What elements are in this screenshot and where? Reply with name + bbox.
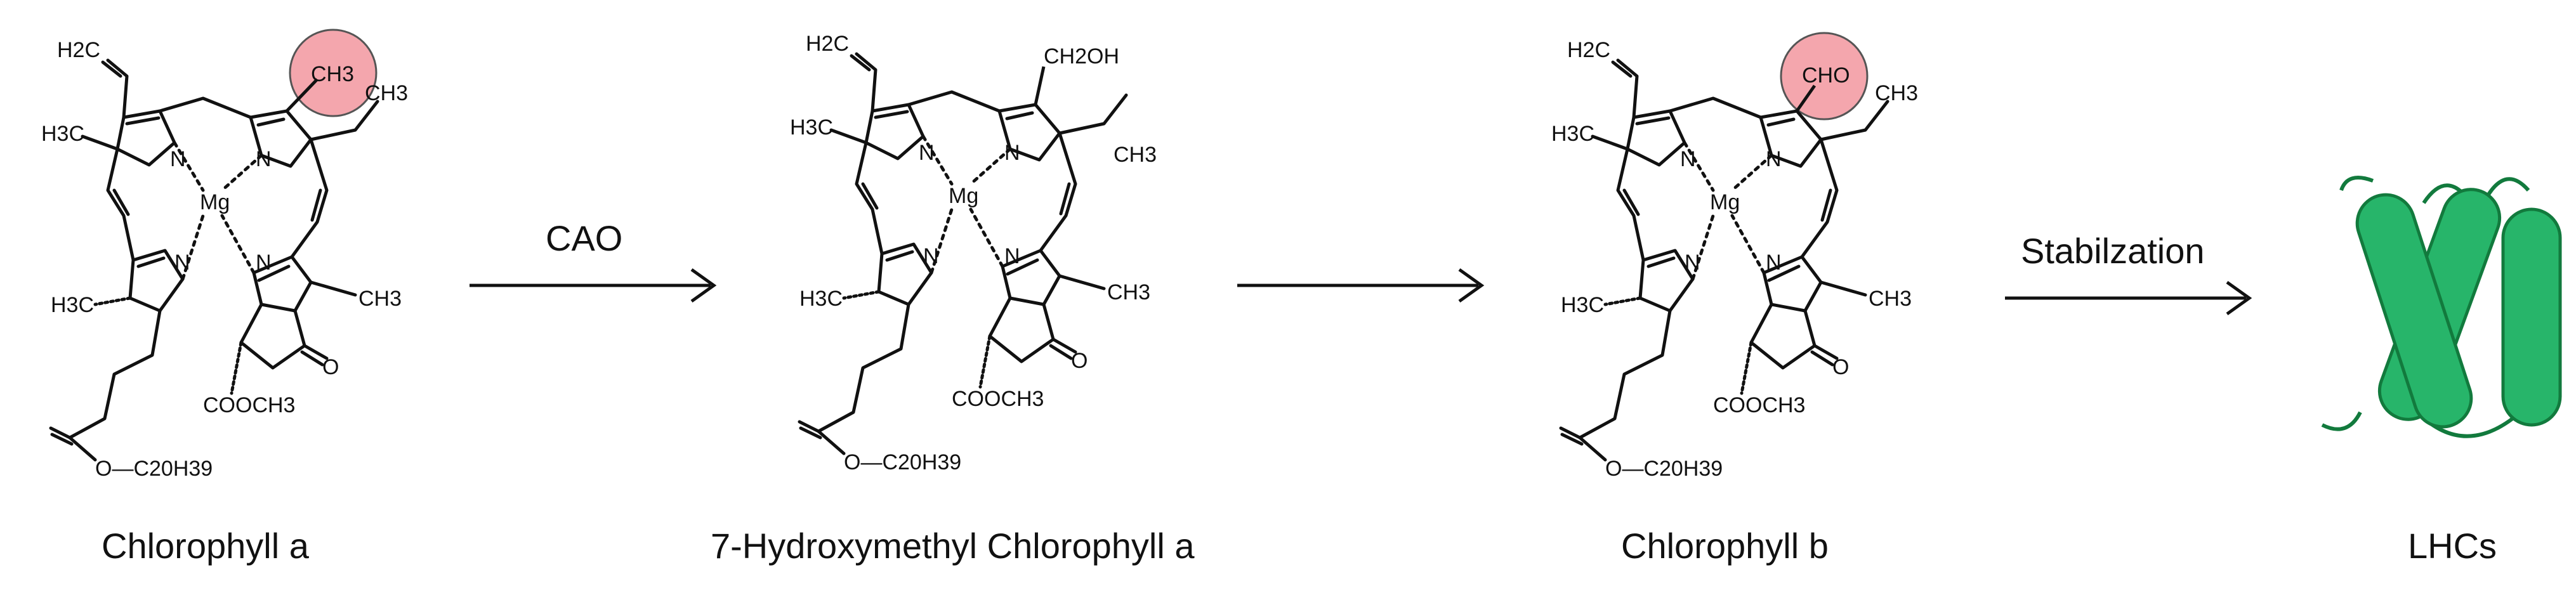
molecule-7-hydroxymethyl-chlorophyll-a: CH2OH H2C Mg N N N N H3C CH3 CH3 H3C O C… (711, 32, 1195, 566)
methyl-stereo-label: H3C (799, 287, 843, 311)
molecule-chlorophyll-b: CHO H2C Mg N N N N H3C CH3 CH3 H3C O COO… (1551, 32, 1918, 566)
carbonyl-o-label: O (1832, 355, 1849, 379)
phytyl-label: O—C20H39 (1605, 457, 1723, 481)
methyl-left-label: H3C (41, 122, 84, 146)
molecule-name: Chlorophyll b (1621, 526, 1829, 566)
molecule-name: Chlorophyll a (102, 526, 310, 566)
methyl-left-label: H3C (1551, 122, 1594, 146)
reaction-arrow-2 (1237, 268, 1485, 303)
molecule-chlorophyll-a: CH3 H2C Mg N N N N H3C CH3 CH3 H3C O COO… (41, 29, 408, 566)
vinyl-label: H2C (806, 32, 849, 56)
ethyl-methyl-label: CH3 (1114, 143, 1157, 167)
phytyl-label: O—C20H39 (844, 450, 961, 474)
protein-helix-icon (2321, 176, 2562, 438)
phytyl-label: O—C20H39 (95, 457, 213, 481)
methyl-left-label: H3C (790, 115, 833, 140)
arrow-label: Stabilzation (2021, 231, 2205, 271)
ester-label: COOCH3 (1713, 393, 1805, 417)
ester-label: COOCH3 (203, 393, 295, 417)
reaction-arrow-3: Stabilzation (2005, 231, 2252, 316)
methyl-stereo-label: H3C (51, 293, 94, 317)
mg-label: Mg (1710, 190, 1740, 214)
final-product-name: LHCs (2408, 526, 2497, 566)
vinyl-label: H2C (57, 38, 100, 62)
variable-group-label: CHO (1802, 63, 1850, 88)
vinyl-label: H2C (1567, 38, 1610, 62)
ethyl-methyl-label: CH3 (1875, 81, 1918, 105)
methyl-right-label: CH3 (358, 287, 402, 311)
n-label: N (919, 141, 935, 165)
n-label: N (1680, 147, 1696, 171)
variable-group-label: CH3 (311, 62, 354, 86)
n-label: N (1766, 251, 1782, 275)
n-label: N (1004, 141, 1020, 165)
reaction-arrow-1: CAO (470, 218, 717, 303)
ethyl-methyl-label: CH3 (365, 81, 408, 105)
mg-label: Mg (200, 190, 230, 214)
n-label: N (923, 244, 939, 268)
carbonyl-o-label: O (322, 355, 339, 379)
highlight-circle (289, 29, 378, 117)
mg-label: Mg (949, 184, 978, 208)
arrow-label: CAO (546, 218, 622, 258)
n-label: N (1004, 244, 1020, 268)
ester-label: COOCH3 (952, 387, 1044, 411)
methyl-right-label: CH3 (1869, 287, 1912, 311)
methyl-right-label: CH3 (1107, 280, 1150, 304)
n-label: N (1766, 147, 1782, 171)
n-label: N (256, 251, 272, 275)
n-label: N (170, 147, 186, 171)
methyl-stereo-label: H3C (1561, 293, 1604, 317)
highlight-circle (1780, 32, 1869, 121)
n-label: N (174, 251, 190, 275)
carbonyl-o-label: O (1071, 349, 1088, 373)
n-label: N (256, 147, 272, 171)
n-label: N (1685, 251, 1700, 275)
molecule-name: 7-Hydroxymethyl Chlorophyll a (711, 526, 1195, 566)
variable-group-label: CH2OH (1044, 44, 1119, 68)
